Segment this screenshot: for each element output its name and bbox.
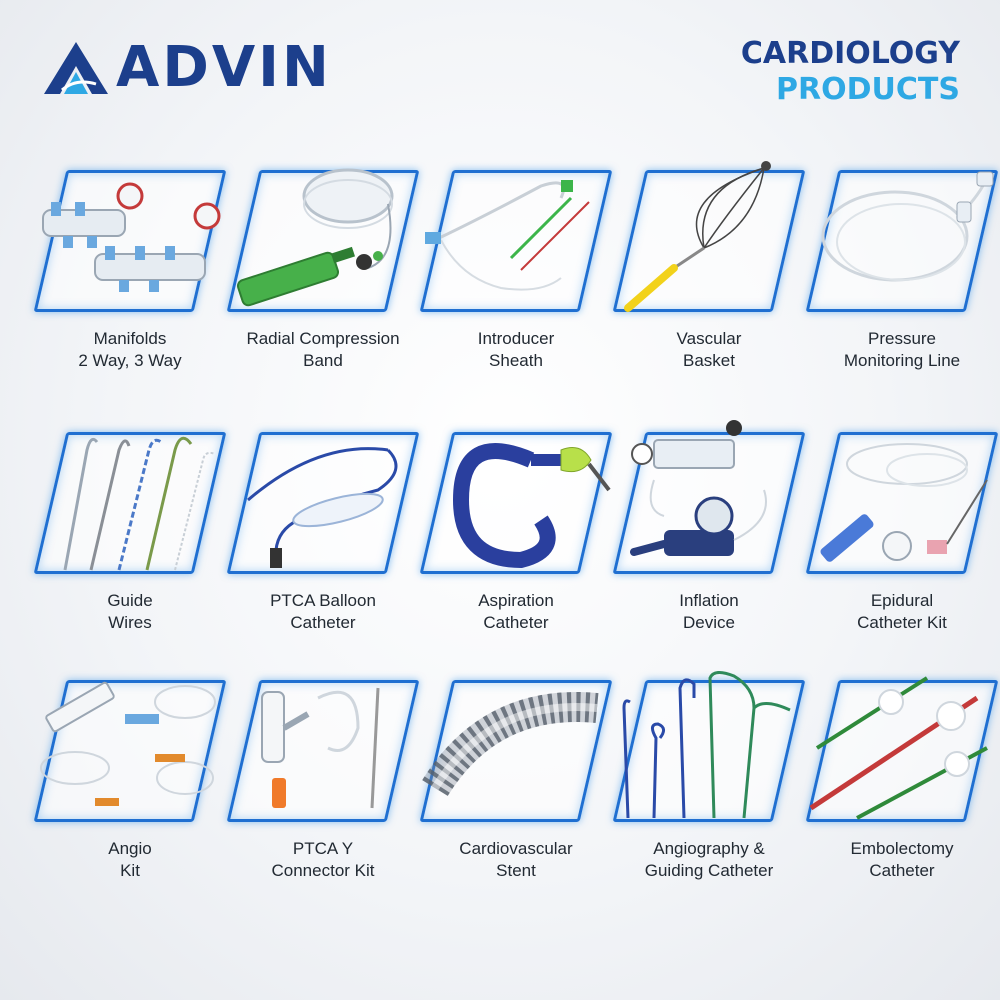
product-label-line: Manifolds — [93, 329, 167, 348]
product-label: Angiography & Guiding Catheter — [604, 838, 814, 882]
guiding-catheter-icon — [622, 671, 791, 819]
product-label-line: Stent — [496, 861, 536, 880]
product-label-line: Wires — [108, 613, 152, 632]
embolectomy-catheter-icon — [809, 676, 988, 820]
introducer-sheath-icon — [425, 180, 590, 291]
product-label-line: Angiography & — [653, 839, 765, 858]
product-label-line: Pressure — [867, 329, 937, 348]
product-label-line: Guide — [107, 591, 153, 610]
product-label-line: Aspiration — [478, 591, 554, 610]
product-label-line: Embolectomy — [850, 839, 954, 858]
product-label-line: Angio — [108, 839, 152, 858]
product-label-line: Guiding Catheter — [644, 861, 774, 880]
inflation-device-icon — [630, 420, 767, 556]
product-label-line: Sheath — [489, 351, 543, 370]
brand-name: ADVIN — [116, 35, 332, 100]
product-label-line: Basket — [683, 351, 735, 370]
product-label-line: Catheter — [290, 613, 356, 632]
aspiration-catheter-icon — [452, 443, 611, 569]
page-heading: CARDIOLOGY PRODUCTS — [741, 36, 960, 108]
product-label-line: Cardiovascular — [459, 839, 573, 858]
product-label-line: Catheter Kit — [857, 613, 947, 632]
epidural-kit-icon — [820, 443, 988, 562]
product-card-manifolds[interactable]: Manifolds 2 Way, 3 Way — [33, 158, 227, 370]
product-label-line: PTCA Y — [292, 839, 354, 858]
product-label-line: PTCA Balloon — [270, 591, 376, 610]
product-label-line: Device — [683, 613, 735, 632]
product-label-line: 2 Way, 3 Way — [78, 351, 182, 370]
product-label-line: Introducer — [477, 329, 555, 348]
product-label: Manifolds 2 Way, 3 Way — [25, 328, 235, 372]
vascular-basket-icon — [624, 161, 771, 312]
stent-icon — [422, 692, 599, 797]
product-card-angiography-guiding-catheter[interactable]: Angiography & Guiding Catheter — [612, 668, 806, 880]
brand-logo: ADVIN — [40, 38, 332, 98]
product-label-line: Monitoring Line — [843, 351, 961, 370]
product-label-line: Band — [303, 351, 343, 370]
advin-logo-icon — [44, 42, 108, 94]
angio-kit-icon — [40, 681, 216, 806]
product-label-line: Vascular — [676, 329, 742, 348]
product-label-line: Radial Compression — [246, 329, 400, 348]
product-label-line: Inflation — [679, 591, 739, 610]
heading-line-2: PRODUCTS — [776, 72, 960, 107]
guide-wires-icon — [63, 436, 216, 571]
product-label-line: Connector Kit — [271, 861, 375, 880]
pressure-line-icon — [821, 171, 994, 282]
product-label-line: Epidural — [870, 591, 934, 610]
compression-band-icon — [236, 168, 394, 307]
product-card-ptca-y-connector-kit[interactable]: PTCA Y Connector Kit — [226, 668, 420, 880]
y-connector-icon — [261, 687, 380, 809]
balloon-catheter-icon — [247, 447, 398, 568]
manifold-icon — [42, 182, 221, 292]
product-label-line: Kit — [120, 861, 140, 880]
product-label: PTCA Y Connector Kit — [218, 838, 428, 882]
heading-line-1: CARDIOLOGY — [740, 36, 960, 71]
product-label-line: Catheter — [869, 861, 935, 880]
product-label-line: Catheter — [483, 613, 549, 632]
